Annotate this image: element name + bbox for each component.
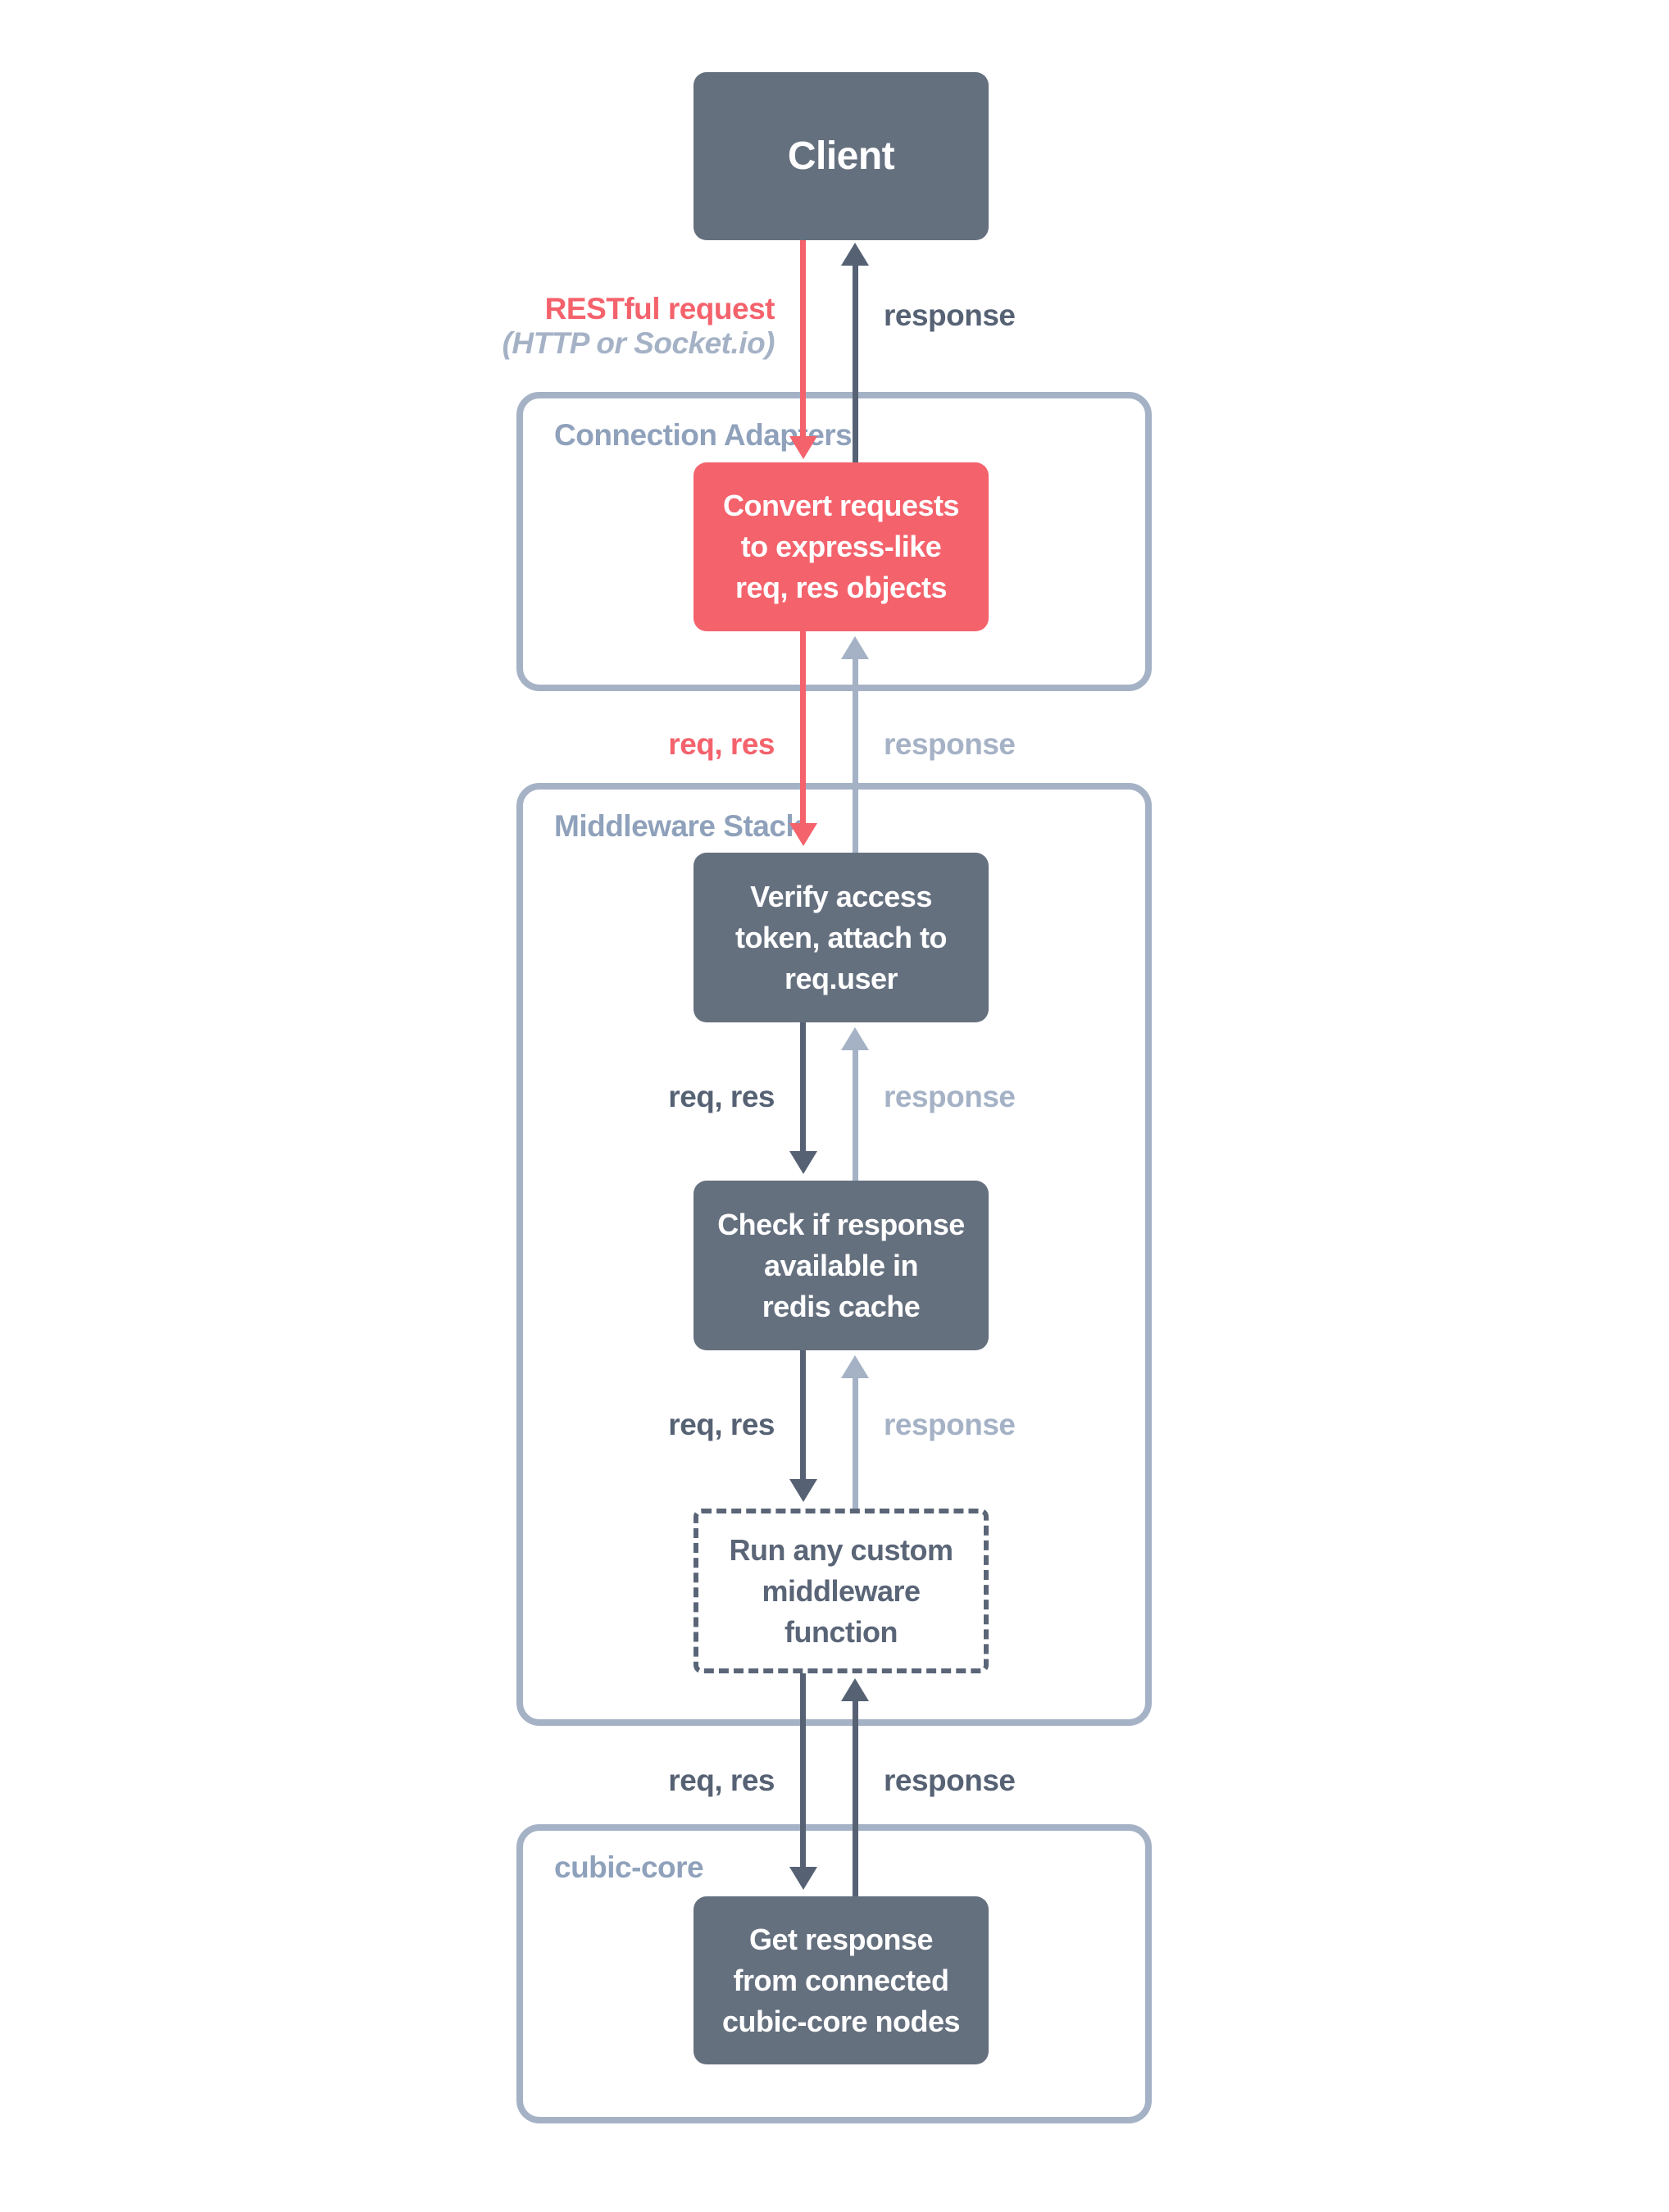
group-middleware-stack: Middleware Stack <box>516 783 1152 1726</box>
arrowhead-response-2 <box>841 1027 869 1050</box>
node-getresp-line-3: cubic-core nodes <box>721 2004 961 2038</box>
label-response-2: response <box>884 1080 1016 1113</box>
node-custom-middleware: Run any custom middleware function <box>694 1509 989 1673</box>
label-response-3: response <box>884 1408 1016 1441</box>
label-response-1: response <box>884 727 1016 761</box>
group-label-middleware-stack: Middleware Stack <box>554 809 803 843</box>
group-label-cubic-core: cubic-core <box>554 1850 704 1884</box>
node-get-response-nodes: Get response from connected cubic-core n… <box>694 1896 989 2064</box>
arrowhead-restful-request <box>789 436 817 459</box>
label-http-or-socketio: (HTTP or Socket.io) <box>502 326 775 360</box>
node-custom-line-3: function <box>784 1614 898 1649</box>
arrow-line-response-to-client <box>853 266 858 462</box>
node-verify-line-2: token, attach to <box>734 920 948 954</box>
node-check-redis-cache: Check if response available in redis cac… <box>694 1181 989 1350</box>
arrow-line-req-res-4 <box>800 1673 806 1867</box>
arrowhead-req-res-2 <box>789 1151 817 1174</box>
node-getresp-line-1: Get response <box>748 1922 934 1956</box>
node-check-line-3: redis cache <box>762 1289 921 1323</box>
node-verify-access-token: Verify access token, attach to req.user <box>694 853 989 1022</box>
arrow-line-restful-request <box>800 240 806 436</box>
label-req-res-2: req, res <box>668 1080 775 1113</box>
node-client: Client <box>694 72 989 240</box>
group-cubic-core: cubic-core <box>516 1824 1152 2123</box>
node-convert-line-2: to express-like <box>740 530 942 563</box>
node-custom-line-1: Run any custom <box>729 1532 953 1567</box>
arrow-line-response-1 <box>853 659 858 853</box>
label-response-4: response <box>884 1764 1016 1797</box>
label-req-res-1: req, res <box>668 727 775 761</box>
arrow-line-req-res-1 <box>800 631 806 823</box>
node-convert-line-3: req, res objects <box>734 571 948 604</box>
label-req-res-3: req, res <box>668 1408 775 1441</box>
node-check-line-1: Check if response <box>717 1207 965 1241</box>
node-convert-line-1: Convert requests <box>722 489 960 522</box>
arrow-line-req-res-2 <box>800 1022 806 1151</box>
label-restful-request: RESTful request <box>544 292 775 325</box>
node-verify-line-3: req.user <box>784 961 898 995</box>
arrowhead-response-1 <box>841 636 869 659</box>
node-check-line-2: available in <box>763 1248 919 1282</box>
node-custom-line-2: middleware <box>762 1573 921 1608</box>
arrowhead-req-res-4 <box>789 1867 817 1890</box>
arrowhead-req-res-3 <box>789 1479 817 1502</box>
node-client-label: Client <box>787 134 895 178</box>
arrowhead-response-to-client <box>841 243 869 266</box>
node-convert-requests: Convert requests to express-like req, re… <box>694 462 989 631</box>
arrow-line-response-3 <box>853 1378 858 1509</box>
arrow-line-req-res-3 <box>800 1350 806 1479</box>
label-req-res-4: req, res <box>668 1764 775 1797</box>
arrow-line-response-4 <box>853 1701 858 1896</box>
arrow-line-response-2 <box>853 1050 858 1181</box>
arrowhead-response-4 <box>841 1678 869 1701</box>
node-getresp-line-2: from connected <box>733 1963 949 1997</box>
node-verify-line-1: Verify access <box>750 879 932 913</box>
arrowhead-req-res-1 <box>789 823 817 846</box>
label-response-0: response <box>884 298 1016 332</box>
arrowhead-response-3 <box>841 1355 869 1378</box>
